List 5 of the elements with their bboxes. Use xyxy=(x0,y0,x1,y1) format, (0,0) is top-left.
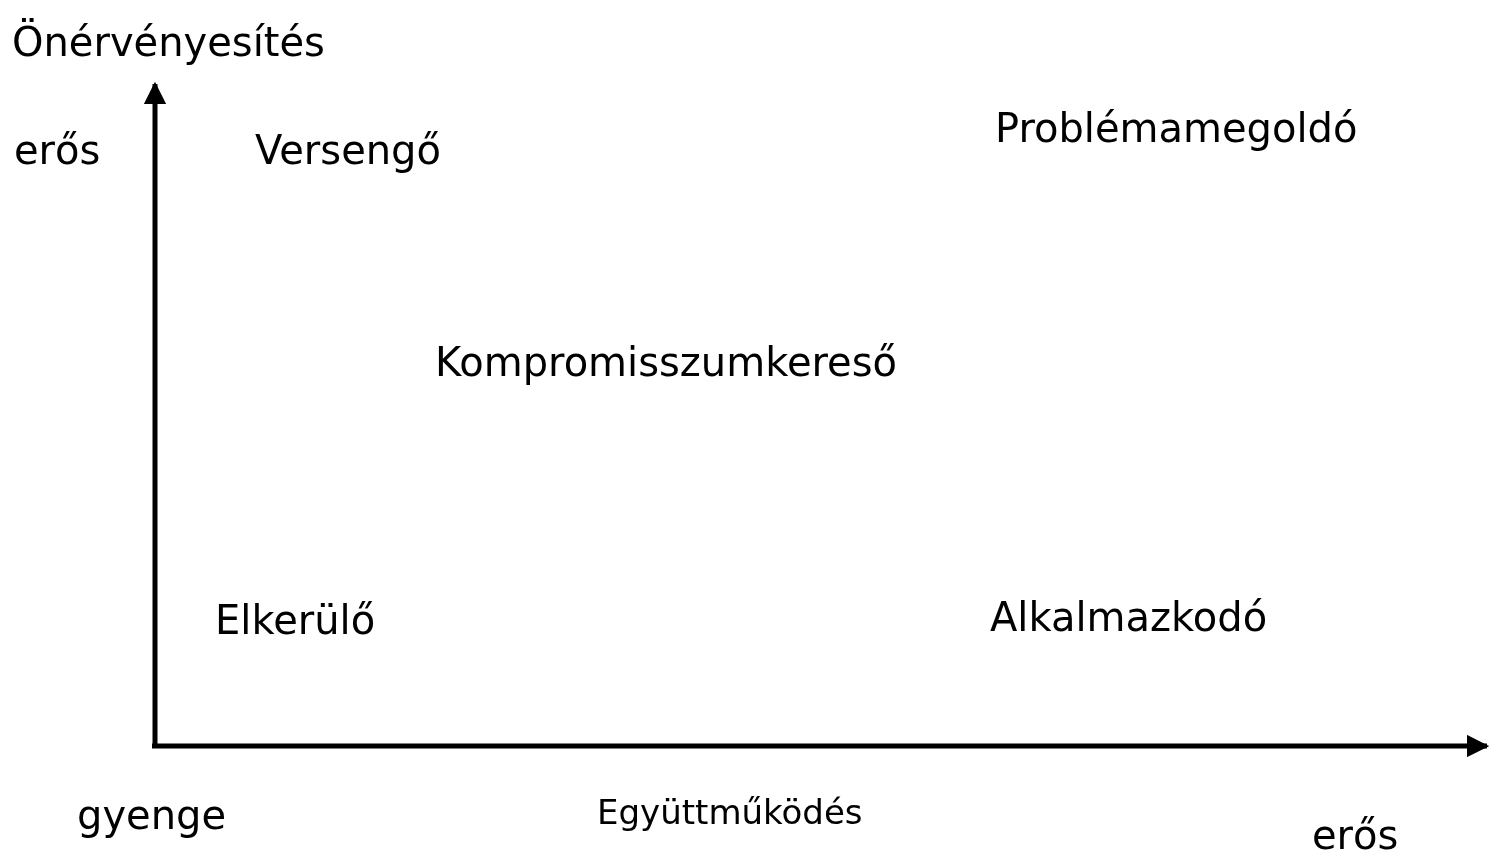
axis-end-label: erős xyxy=(14,130,101,170)
axis-end-label: erős xyxy=(1312,815,1399,855)
quadrant-label: Elkerülő xyxy=(215,600,376,640)
axis-title: Együttműködés xyxy=(597,795,863,829)
quadrant-label: Alkalmazkodó xyxy=(990,597,1268,637)
